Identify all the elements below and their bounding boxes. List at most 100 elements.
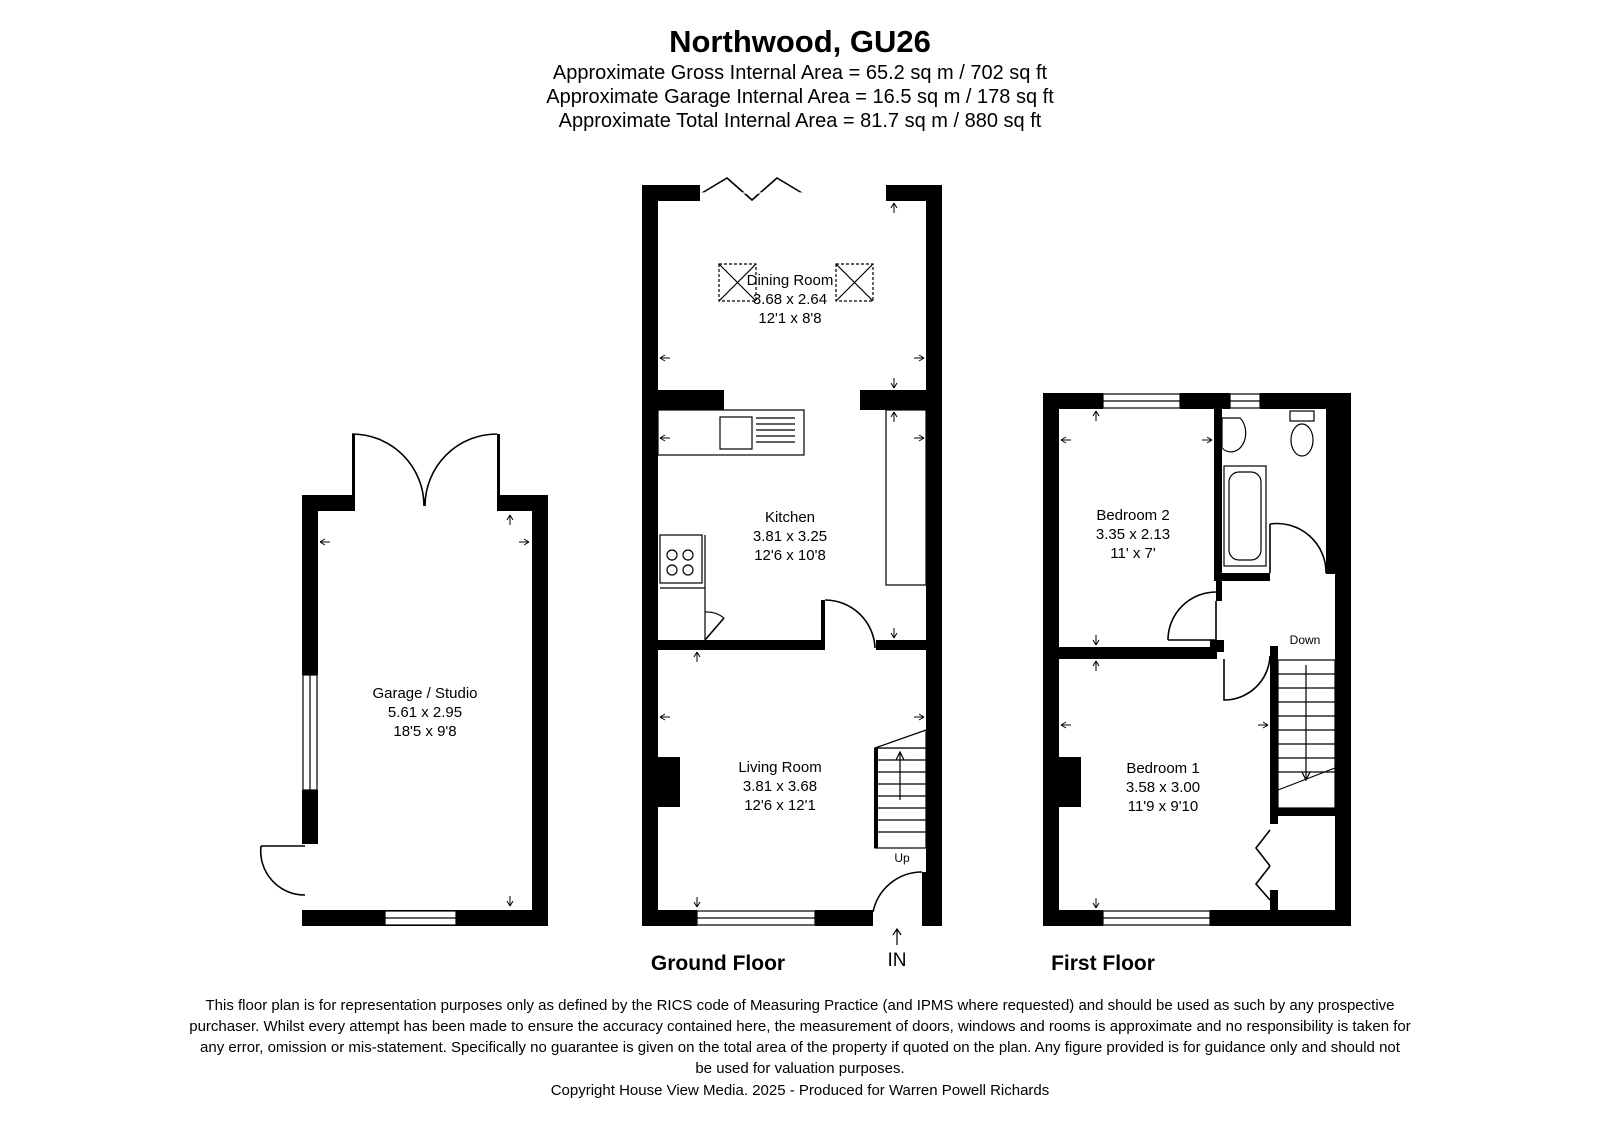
- hob-ring: [666, 549, 678, 561]
- disclaimer-line-4: be used for valuation purposes.: [695, 1060, 904, 1077]
- entry-label: IN: [888, 950, 907, 971]
- winder-step: [874, 729, 927, 749]
- wall: [1043, 910, 1103, 926]
- door-swing: [1167, 591, 1217, 641]
- plan-title: Northwood, GU26: [669, 24, 931, 59]
- wall: [642, 910, 697, 926]
- measure-arrow: [519, 538, 530, 546]
- wall: [1216, 581, 1222, 601]
- measure-arrow: [659, 434, 670, 442]
- tall-unit: [885, 409, 927, 586]
- hob-ring: [682, 564, 694, 576]
- hob-ring: [666, 564, 678, 576]
- skylight: [835, 263, 874, 302]
- bath-inner: [1228, 471, 1262, 561]
- measure-arrow: [1202, 436, 1213, 444]
- basin: [1221, 417, 1247, 453]
- measure-arrow: [914, 354, 925, 362]
- bedroom1-name: Bedroom 1: [1126, 760, 1199, 777]
- wc-cistern: [1289, 410, 1315, 422]
- measure-arrow: [319, 538, 330, 546]
- kitchen-name: Kitchen: [765, 509, 815, 526]
- wall: [886, 185, 942, 201]
- gross-area-text: Approximate Gross Internal Area = 65.2 s…: [553, 62, 1048, 84]
- measure-arrow: [914, 434, 925, 442]
- wall: [1210, 640, 1224, 652]
- door-jamb: [922, 872, 926, 912]
- wall: [926, 185, 942, 926]
- measure-arrow: [659, 713, 670, 721]
- bedroom1-metric: 3.58 x 3.00: [1126, 779, 1200, 796]
- wall: [1270, 808, 1343, 816]
- ground-floor-plan: Up IN Dining Room 3.68 x 2.64 12'1 x 8'8…: [642, 177, 942, 975]
- stair-wall: [874, 748, 878, 848]
- measure-arrow: [1060, 436, 1071, 444]
- wall: [642, 390, 724, 410]
- wall: [1043, 393, 1059, 926]
- door-swing: [824, 599, 876, 649]
- door-swing: [424, 433, 498, 507]
- wc-bowl: [1290, 423, 1314, 457]
- wall: [1326, 409, 1335, 574]
- door-swing: [1269, 522, 1327, 574]
- wall: [1214, 573, 1270, 581]
- wall: [876, 640, 928, 650]
- dining-name: Dining Room: [747, 272, 834, 289]
- ground-floor-label: Ground Floor: [651, 952, 785, 975]
- disclaimer-line-1: This floor plan is for representation pu…: [206, 997, 1395, 1014]
- garage-plan: Garage / Studio 5.61 x 2.95 18'5 x 9'8: [259, 433, 548, 926]
- hob-ring: [682, 549, 694, 561]
- garage-name: Garage / Studio: [372, 685, 477, 702]
- measure-arrow: [506, 896, 514, 907]
- measure-arrow: [1092, 410, 1100, 421]
- bedroom2-metric: 3.35 x 2.13: [1096, 526, 1170, 543]
- wall: [302, 495, 352, 511]
- living-name: Living Room: [738, 759, 821, 776]
- stair-arrowhead: [1301, 771, 1311, 782]
- wall: [1270, 890, 1278, 910]
- sink: [719, 416, 753, 450]
- skylight: [718, 263, 757, 302]
- measure-arrow: [1258, 721, 1269, 729]
- kitchen-metric: 3.81 x 3.25: [753, 528, 827, 545]
- measure-arrow: [506, 514, 514, 525]
- cupboard-swing: [704, 611, 725, 619]
- stairs-down-label: Down: [1290, 633, 1321, 647]
- measure-arrow: [693, 651, 701, 662]
- dining-imperial: 12'1 x 8'8: [758, 310, 821, 327]
- measure-arrow: [1060, 721, 1071, 729]
- wall: [815, 910, 873, 926]
- measure-arrow: [1092, 898, 1100, 909]
- wall: [658, 640, 824, 650]
- living-metric: 3.81 x 3.68: [743, 778, 817, 795]
- total-area-text: Approximate Total Internal Area = 81.7 s…: [559, 110, 1042, 132]
- chimney-breast: [658, 757, 680, 807]
- first-floor-plan: Down Bedroom 2 3.35 x 2.13 11' x 7' Bedr…: [1043, 393, 1351, 975]
- wall: [642, 185, 700, 201]
- wall: [922, 910, 942, 926]
- wall: [1335, 393, 1351, 926]
- door-swing: [259, 845, 306, 896]
- wall: [1180, 393, 1230, 409]
- living-imperial: 12'6 x 12'1: [744, 797, 816, 814]
- measure-arrow: [1092, 635, 1100, 646]
- entry-arrow: [892, 927, 902, 945]
- wall: [1059, 647, 1217, 659]
- cupboard-door: [704, 617, 725, 641]
- wall: [302, 790, 318, 844]
- front-door-swing: [872, 871, 923, 913]
- measure-arrow: [693, 897, 701, 908]
- chimney-breast: [1059, 757, 1081, 807]
- copyright-text: Copyright House View Media. 2025 - Produ…: [551, 1082, 1050, 1099]
- bedroom1-imperial: 11'9 x 9'10: [1128, 798, 1199, 815]
- wall: [1210, 910, 1351, 926]
- garage-area-text: Approximate Garage Internal Area = 16.5 …: [546, 86, 1054, 108]
- door-swing: [351, 433, 425, 507]
- stair-arrowhead: [895, 750, 905, 761]
- measure-arrow: [890, 202, 898, 213]
- bifold-door: [1254, 829, 1271, 867]
- wall: [1270, 646, 1278, 824]
- wall: [302, 910, 322, 926]
- door-swing: [1223, 655, 1271, 701]
